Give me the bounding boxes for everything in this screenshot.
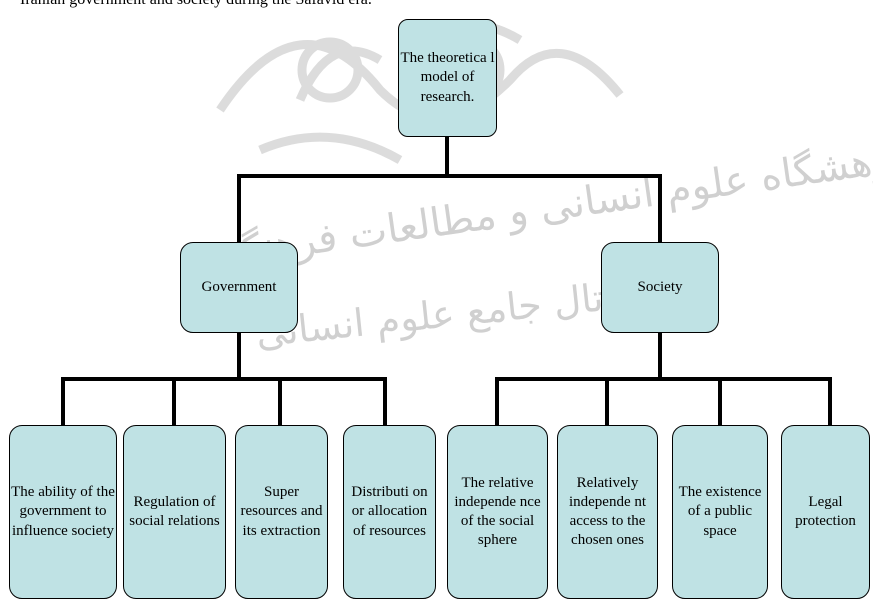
intro-text: Iranian government and society during th… (20, 0, 372, 9)
society-child-independence: The relative independe nce of the social… (447, 425, 548, 599)
society-child-legal-protection: Legal protection (781, 425, 870, 599)
society-child-public-space: The existence of a public space (672, 425, 768, 599)
root-node: The theoretica l model of research. (398, 19, 497, 137)
government-child-distribution: Distributi on or allocation of resources (343, 425, 436, 599)
government-child-influence: The ability of the government to influen… (9, 425, 117, 599)
society-node: Society (601, 242, 719, 333)
government-child-regulation: Regulation of social relations (123, 425, 226, 599)
society-child-access: Relatively independe nt access to the ch… (557, 425, 658, 599)
government-node: Government (180, 242, 298, 333)
government-child-resources: Super resources and its extraction (235, 425, 328, 599)
